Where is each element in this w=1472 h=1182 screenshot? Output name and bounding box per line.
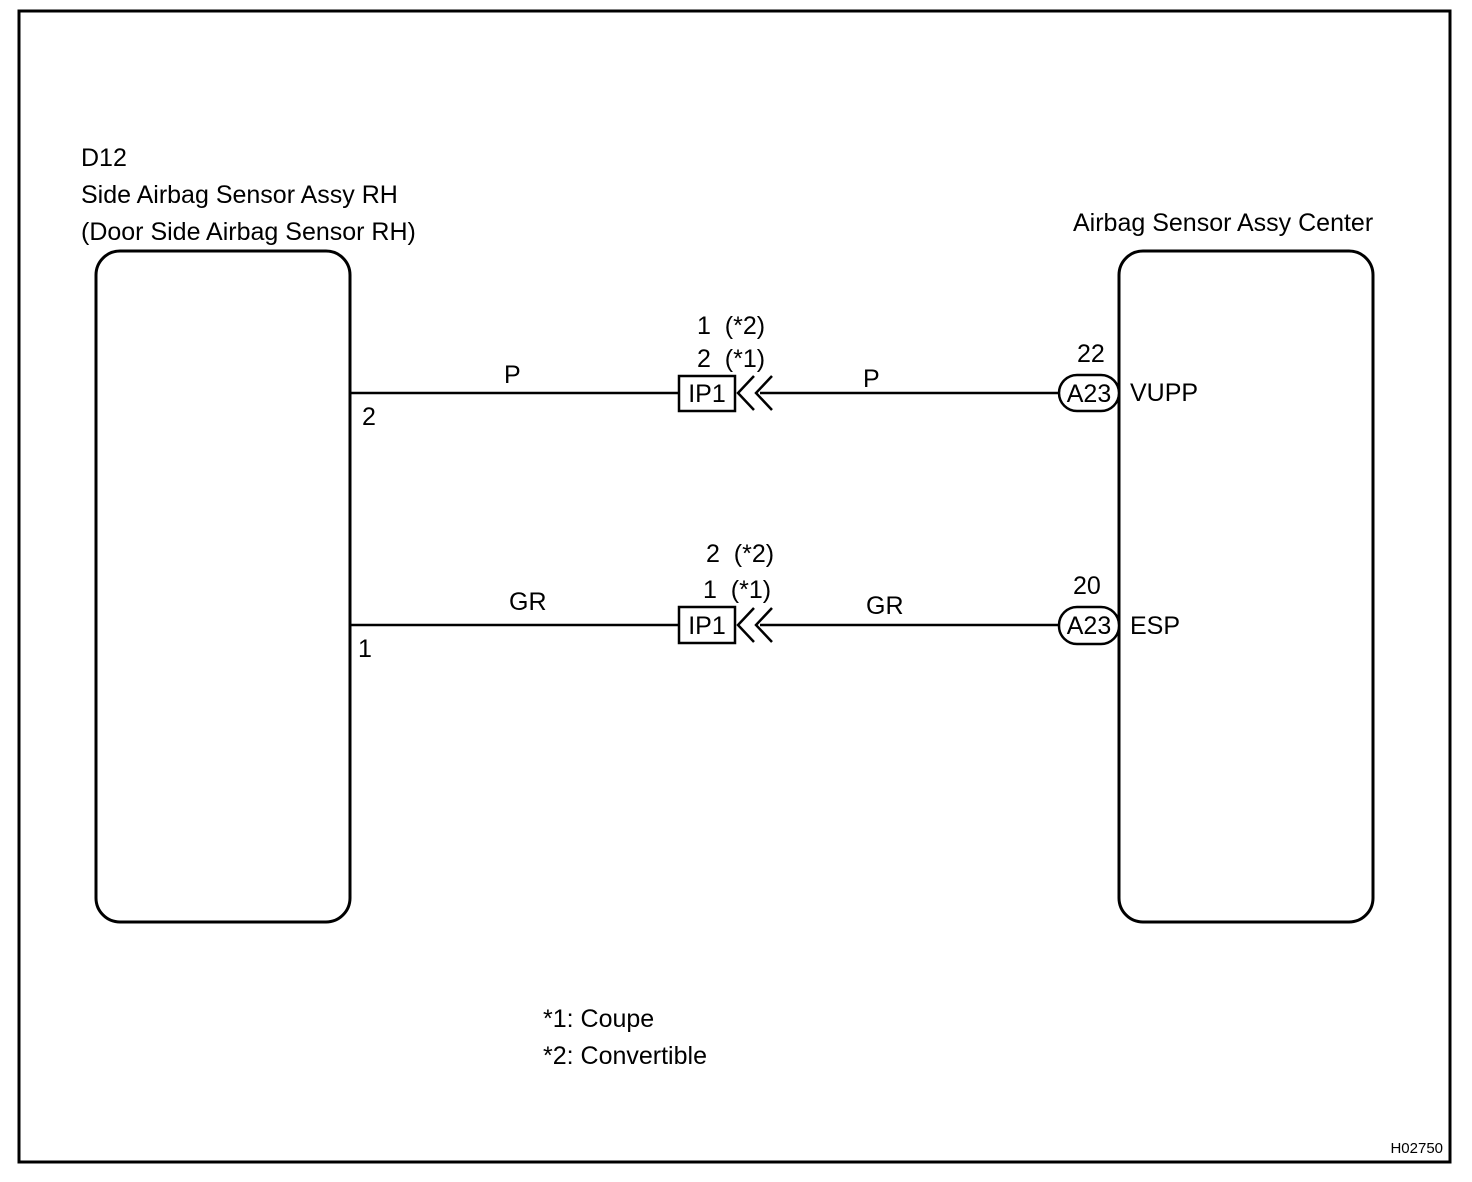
connector-pin-number: 22: [1077, 340, 1105, 368]
junction-pin-line-2: 1 (*1): [703, 576, 771, 604]
junction-pin-line-1: 1 (*2): [697, 312, 765, 340]
right-component-box: [1117, 249, 1375, 924]
left-component-alt-name: (Door Side Airbag Sensor RH): [81, 218, 416, 246]
connector-oval: [1057, 605, 1121, 646]
connector-label: A23: [1067, 612, 1111, 640]
wire-color-left: P: [504, 361, 521, 389]
junction-connector-label: IP1: [688, 612, 726, 640]
junction-connector-box: [677, 605, 737, 645]
left-pin-number: 1: [358, 635, 372, 663]
wire-color-left: GR: [509, 588, 547, 616]
wire-color-right: GR: [866, 592, 904, 620]
left-component-name: Side Airbag Sensor Assy RH: [81, 181, 398, 209]
circuit-vupp: 2 P 1 (*2) 2 (*1) IP1 P 22 A23 VUPP: [350, 312, 1198, 431]
left-pin-number: 2: [362, 403, 376, 431]
connector-chevron-icon: [736, 375, 755, 411]
terminal-name: VUPP: [1130, 379, 1198, 407]
junction-pin-line-2: 2 (*1): [697, 345, 765, 373]
left-component-box: [94, 249, 352, 924]
note-coupe: *1: Coupe: [543, 1005, 654, 1033]
junction-connector-label: IP1: [688, 380, 726, 408]
connector-chevron-icon: [754, 375, 773, 411]
terminal-name: ESP: [1130, 612, 1180, 640]
connector-label: A23: [1067, 380, 1111, 408]
figure-code: H02750: [1390, 1140, 1443, 1157]
left-component-code: D12: [81, 144, 127, 172]
wire-color-right: P: [863, 365, 880, 393]
note-convertible: *2: Convertible: [543, 1042, 707, 1070]
connector-chevron-icon: [736, 607, 755, 643]
junction-pin-line-1: 2 (*2): [706, 540, 774, 568]
connector-pin-number: 20: [1073, 572, 1101, 600]
connector-oval: [1057, 373, 1121, 413]
frame-border: [17, 9, 1452, 1164]
connector-chevron-icon: [754, 607, 773, 643]
circuit-esp: 1 GR 2 (*2) 1 (*1) IP1 GR 20 A23 ESP: [350, 540, 1180, 663]
right-component-name: Airbag Sensor Assy Center: [1073, 209, 1373, 237]
junction-connector-box: [677, 374, 737, 413]
